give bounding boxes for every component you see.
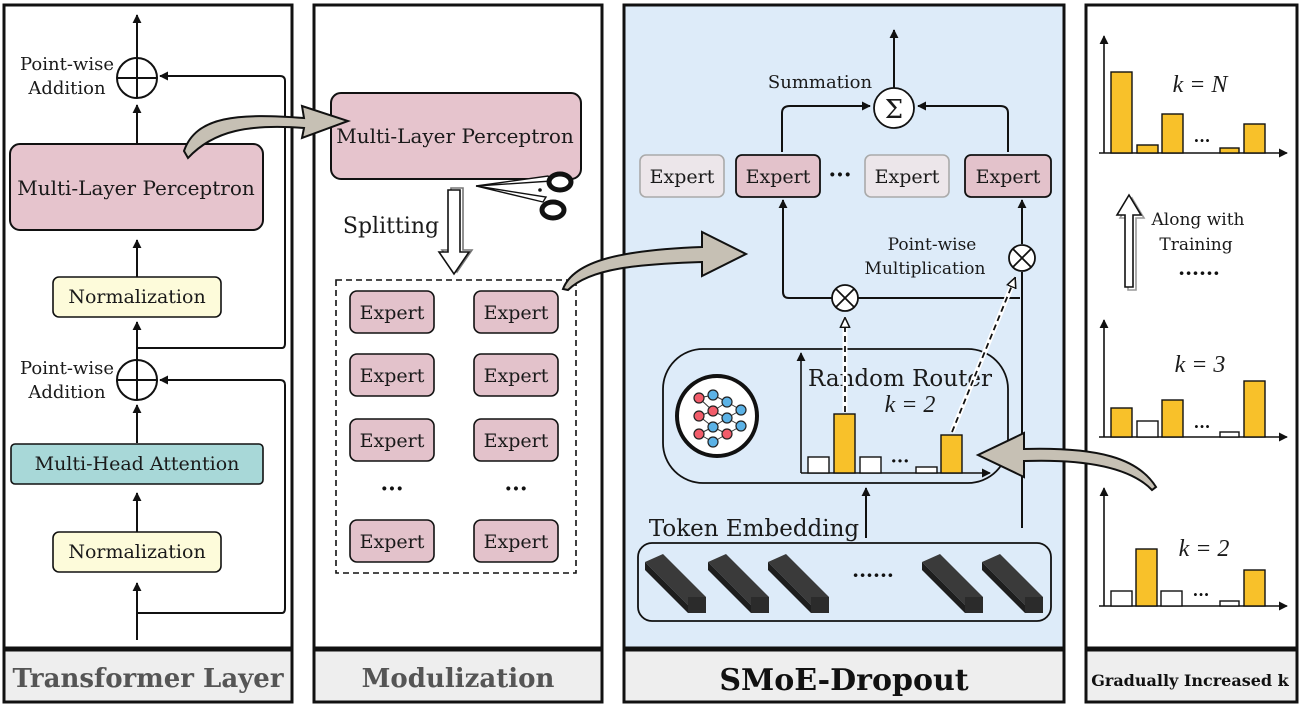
smoe-caption: SMoE-Dropout [719, 663, 968, 698]
summation-icon [873, 87, 915, 129]
k-top-label: k = N [1173, 72, 1230, 98]
attention-label: Multi-Head Attention [35, 453, 240, 475]
addition-bottom-icon [116, 359, 158, 401]
mod-expert-3-1: Expert [360, 430, 425, 452]
token-embedding-label: Token Embedding [649, 516, 860, 542]
splitting-label: Splitting [343, 214, 439, 239]
training-label-2: Training [1159, 235, 1232, 255]
mod-expert-3-2: Expert [484, 430, 549, 452]
mod-ellipsis-left: ··· [381, 476, 404, 502]
chart-k-3-ellipsis: ··· [1194, 417, 1211, 436]
smoe-expert-active-2 [964, 154, 1052, 198]
smoe-expert-inactive-2-label: Expert [875, 166, 940, 188]
norm-top-label: Normalization [68, 286, 205, 308]
router-bar-1 [807, 456, 830, 474]
mod-ellipsis-right: ··· [505, 476, 528, 502]
norm-bottom-box [52, 531, 222, 573]
token-ellipsis: ······ [852, 563, 894, 587]
curved-arrow-schedule-to-router [975, 431, 1158, 492]
router-bar-5 [940, 434, 963, 474]
addition-bottom-label-1: Point-wise [20, 358, 114, 379]
router-bar-chart: ··· [796, 352, 991, 478]
token-block-icons [645, 554, 1043, 613]
smoe-expert-active-2-label: Expert [976, 166, 1041, 188]
router-bar-ellipsis: ··· [891, 451, 910, 472]
addition-top-icon [116, 57, 158, 99]
mod-expert-1-1: Expert [360, 302, 425, 324]
chart-k-n-ellipsis: ··· [1194, 131, 1211, 150]
k-bottom-label: k = 2 [1179, 536, 1230, 562]
router-bar-2 [833, 413, 856, 474]
transformer-mlp-box [9, 143, 264, 231]
multiplication-label-1: Point-wise [888, 235, 977, 255]
addition-bottom-label-2: Addition [27, 382, 106, 403]
mod-expert-2-2: Expert [484, 365, 549, 387]
curved-arrows [182, 104, 1158, 492]
training-label-1: Along with [1151, 210, 1245, 230]
smoe-expert-active-1 [735, 154, 821, 198]
curved-arrow-mlp-to-modulization [182, 104, 352, 160]
chart-k-n: ··· [1099, 35, 1288, 158]
multiplication-label-2: Multiplication [865, 259, 986, 279]
router-bar-4 [915, 466, 938, 474]
summation-label: Summation [768, 72, 873, 93]
transformer-mlp-label: Multi-Layer Perceptron [17, 176, 255, 200]
smoe-panel: SMoE-Dropout Σ Summation Expert Expert ·… [622, 3, 1066, 704]
smoe-expert-inactive-1 [639, 154, 725, 198]
smoe-expert-inactive-2 [864, 154, 950, 198]
mod-expert-5-1: Expert [360, 531, 425, 553]
transformer-caption-box [2, 648, 294, 704]
training-dots: ······ [1178, 261, 1220, 285]
smoe-expert-ellipsis: ··· [829, 162, 852, 188]
mod-expert-5-2: Expert [484, 531, 549, 553]
modulization-mlp-box [330, 92, 582, 180]
modulization-caption: Modulization [362, 664, 555, 694]
training-up-arrow-icon [1115, 193, 1146, 291]
modulization-caption-box [312, 648, 604, 704]
gradual-panel: Gradually Increased k ··· k = N Along wi… [1084, 3, 1299, 704]
norm-top-box [52, 276, 222, 318]
summation-sigma: Σ [885, 95, 903, 125]
k-mid-label: k = 3 [1175, 352, 1226, 378]
neural-network-icon [675, 374, 759, 458]
router-bar-3 [859, 456, 882, 474]
mod-expert-1-2: Expert [484, 302, 549, 324]
transformer-caption: Transformer Layer [12, 664, 283, 694]
modulization-panel: Modulization Multi-Layer Perceptron Spli… [312, 3, 604, 704]
norm-bottom-label: Normalization [68, 541, 205, 563]
experts-group-dashed [335, 279, 577, 574]
transformer-panel: Transformer Layer Point-wise Addition Po… [2, 3, 294, 704]
addition-top-label-2: Addition [27, 78, 106, 99]
multiply-left-icon [831, 284, 859, 312]
mod-expert-2-1: Expert [360, 365, 425, 387]
router-k-label: k = 2 [885, 392, 936, 418]
smoe-expert-inactive-1-label: Expert [650, 166, 715, 188]
mod-expert-grid: Expert Expert Expert Expert Expert Exper… [349, 290, 559, 563]
chart-k-2-ellipsis: ··· [1193, 585, 1210, 604]
router-label: Random Router [808, 366, 992, 392]
scissors-icon [475, 171, 574, 221]
splitting-arrow-icon [437, 187, 474, 276]
attention-box [10, 443, 264, 485]
smoe-expert-active-1-label: Expert [746, 166, 811, 188]
gradual-caption: Gradually Increased k [1091, 671, 1289, 690]
multiply-right-icon [1008, 244, 1036, 272]
curved-arrow-experts-to-smoe [561, 230, 749, 292]
chart-k-2: ··· [1099, 487, 1288, 611]
modulization-mlp-label: Multi-Layer Perceptron [336, 124, 574, 148]
addition-top-label-1: Point-wise [20, 54, 114, 75]
chart-k-3: ··· [1099, 319, 1288, 442]
smoe-caption-box [622, 648, 1066, 704]
gradual-caption-box [1084, 648, 1299, 704]
